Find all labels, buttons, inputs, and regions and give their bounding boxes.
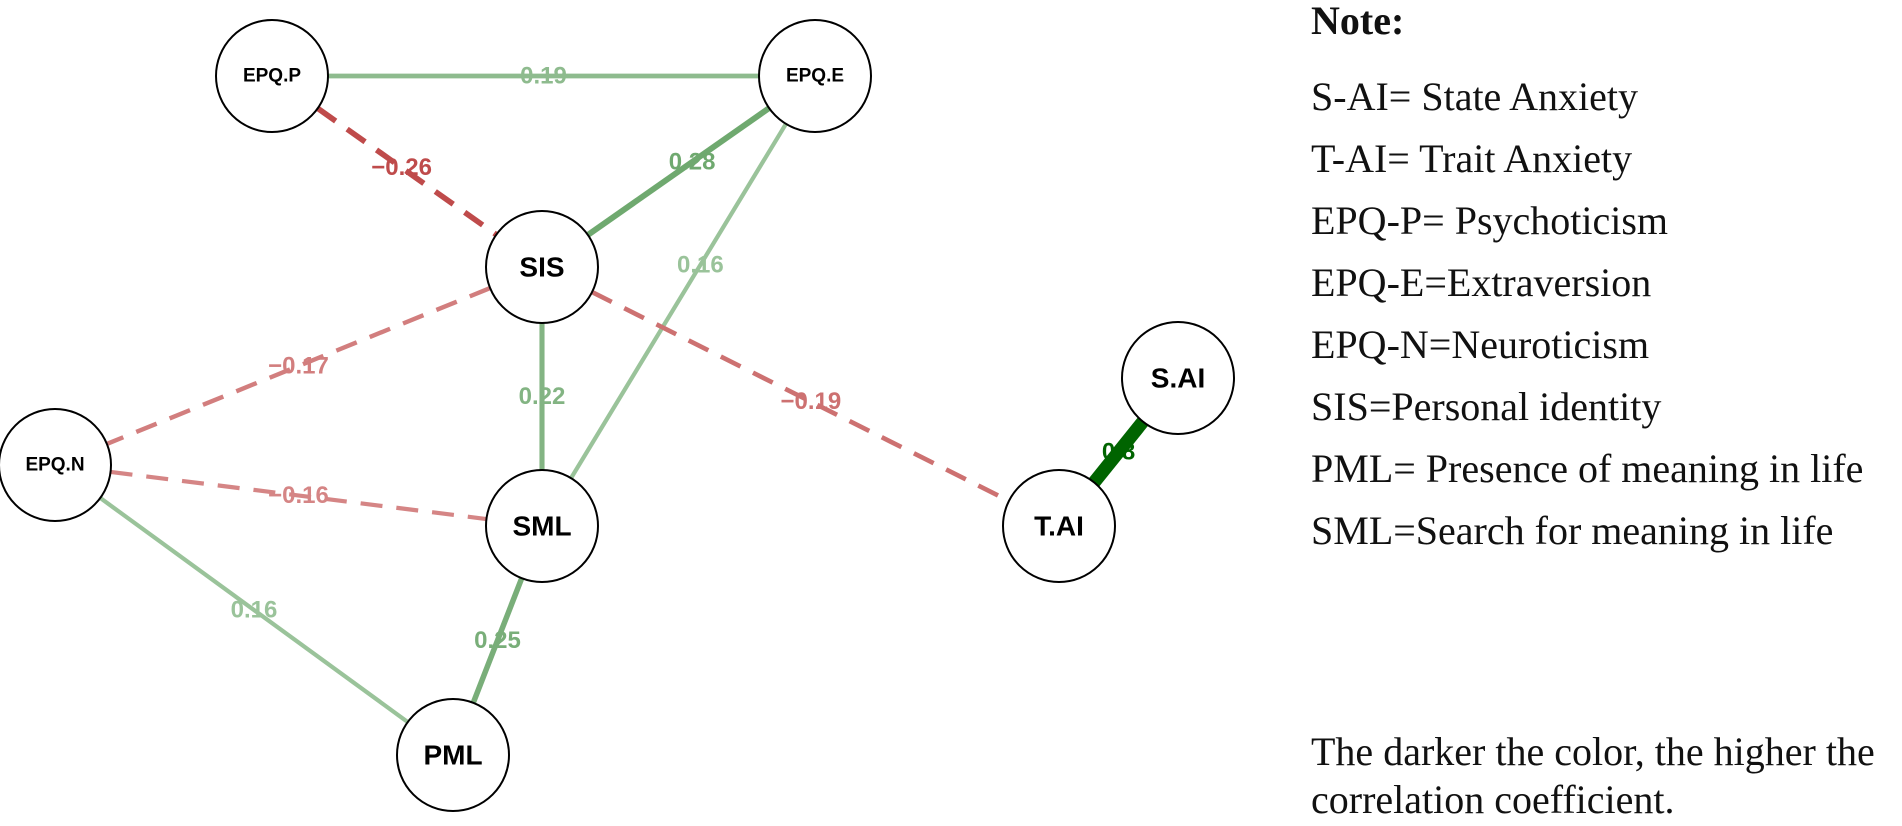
node-t-ai: T.AI xyxy=(1002,469,1116,583)
note-line-epq-p: EPQ-P= Psychoticism xyxy=(1311,198,1669,243)
node-epq-p: EPQ.P xyxy=(215,19,329,133)
node-circle xyxy=(215,19,329,133)
node-circle xyxy=(485,210,599,324)
edge-sml-pml xyxy=(470,577,525,704)
node-epq-n: EPQ.N xyxy=(0,408,112,522)
node-label: PML xyxy=(423,740,482,771)
edge-label-sis-epq-n: −0.17 xyxy=(268,353,329,380)
note-line-sml: SML=Search for meaning in life xyxy=(1311,508,1834,553)
edge-epq-e-sml xyxy=(569,122,788,480)
node-label: EPQ.P xyxy=(243,66,301,87)
edge-sis-t-ai xyxy=(591,289,1010,504)
edge-label-sml-pml: 0.25 xyxy=(474,627,521,654)
node-label: S.AI xyxy=(1151,363,1205,394)
edge-t-ai-s-ai xyxy=(1088,417,1149,487)
edge-label-t-ai-s-ai: 0.8 xyxy=(1102,439,1135,466)
node-label: EPQ.N xyxy=(25,455,84,476)
note-line-s-ai: S-AI= State Anxiety xyxy=(1311,74,1638,119)
edge-epq-n-sml xyxy=(110,469,487,522)
note-footer: The darker the color, the higher the cor… xyxy=(1311,729,1875,822)
node-circle xyxy=(485,469,599,583)
edge-label-sis-t-ai: −0.19 xyxy=(780,388,841,415)
note-line-epq-n: EPQ-N=Neuroticism xyxy=(1311,322,1650,367)
node-label: EPQ.E xyxy=(786,66,844,87)
node-label: SML xyxy=(512,511,571,542)
edge-label-epq-e-sml: 0.16 xyxy=(677,252,724,279)
node-circle xyxy=(1121,321,1235,435)
edge-label-epq-n-pml: 0.16 xyxy=(231,597,278,624)
edge-layer: 0.19 −0.26 0.28 0.16 −0.17 0.22 −0.19 −0.16 0.16… xyxy=(99,63,1149,724)
note-line-t-ai: T-AI= Trait Anxiety xyxy=(1311,136,1633,181)
edge-label-epq-e-sis: 0.28 xyxy=(669,148,716,175)
edge-label-sis-sml: 0.22 xyxy=(519,383,566,410)
note-line-sis: SIS=Personal identity xyxy=(1311,384,1662,429)
note-line-pml: PML= Presence of meaning in life xyxy=(1311,446,1864,491)
node-sis: SIS xyxy=(485,210,599,324)
node-s-ai: S.AI xyxy=(1121,321,1235,435)
edge-epq-p-sis xyxy=(316,106,498,237)
edge-label-epq-p-sis: −0.26 xyxy=(371,154,432,181)
node-circle xyxy=(758,19,872,133)
node-circle xyxy=(1002,469,1116,583)
node-pml: PML xyxy=(396,698,510,812)
edge-epq-e-sis xyxy=(586,105,771,238)
edge-sis-epq-n xyxy=(106,286,491,446)
note-title: Note: xyxy=(1311,0,1405,43)
node-label: T.AI xyxy=(1034,511,1084,542)
node-layer: EPQ.P EPQ.E SIS EPQ.N SML PML S.AI T.AI xyxy=(0,19,1235,812)
node-label: SIS xyxy=(519,252,564,283)
edge-label-epq-p-epq-e: 0.19 xyxy=(520,63,567,90)
correlation-network: 0.19 −0.26 0.28 0.16 −0.17 0.22 −0.19 −0.16 0.16… xyxy=(0,19,1235,812)
note-line-epq-e: EPQ-E=Extraversion xyxy=(1311,260,1652,305)
node-sml: SML xyxy=(485,469,599,583)
node-epq-e: EPQ.E xyxy=(758,19,872,133)
node-circle xyxy=(0,408,112,522)
node-circle xyxy=(396,698,510,812)
note-panel: Note: S-AI= State Anxiety T-AI= Trait An… xyxy=(1311,0,1902,826)
edge-epq-n-pml xyxy=(99,496,409,724)
edge-label-epq-n-sml: −0.16 xyxy=(268,482,329,509)
